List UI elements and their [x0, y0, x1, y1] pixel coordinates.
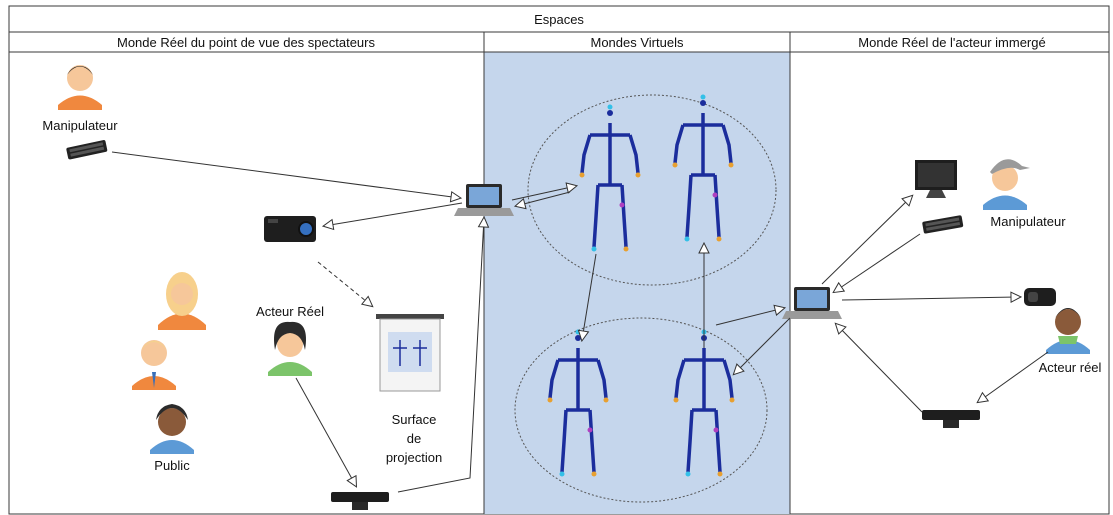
acteur-reel-left-label: Acteur Réel [256, 304, 324, 319]
projection-screen-icon [376, 314, 444, 392]
person-blonde-tie-icon [132, 340, 176, 390]
person-green-icon [268, 321, 312, 376]
person-blonde-icon [158, 272, 206, 330]
table-title: Espaces [534, 12, 584, 27]
surface-label-3: projection [386, 450, 442, 465]
virtual-world-zone [484, 52, 790, 514]
depth-sensor-icon [331, 492, 389, 510]
laptop-icon [782, 287, 842, 319]
projector-icon [264, 216, 316, 242]
person-blue-icon [150, 404, 194, 454]
surface-label-2: de [407, 431, 421, 446]
manipulateur-right-label: Manipulateur [990, 214, 1066, 229]
monitor-icon [915, 160, 957, 198]
person-blue-cap-icon [983, 159, 1030, 210]
keyboard-icon [66, 140, 108, 160]
column-header-middle: Mondes Virtuels [591, 35, 684, 50]
acteur-reel-right-label: Acteur réel [1039, 360, 1102, 375]
virtual-world-bottom [514, 317, 768, 503]
surface-label-1: Surface [392, 412, 437, 427]
column-header-left: Monde Réel du point de vue des spectateu… [117, 35, 376, 50]
virtual-world-top [527, 94, 777, 286]
manipulateur-left-label: Manipulateur [42, 118, 118, 133]
vr-headset-icon [1024, 288, 1056, 306]
depth-sensor-icon [922, 410, 980, 428]
person-green-collar-icon [1046, 308, 1090, 354]
keyboard-icon [922, 215, 964, 234]
laptop-icon [454, 184, 514, 216]
connection-arrows [111, 151, 1049, 493]
person-orange-icon [58, 65, 102, 110]
column-header-right: Monde Réel de l'acteur immergé [858, 35, 1045, 50]
public-label: Public [154, 458, 190, 473]
